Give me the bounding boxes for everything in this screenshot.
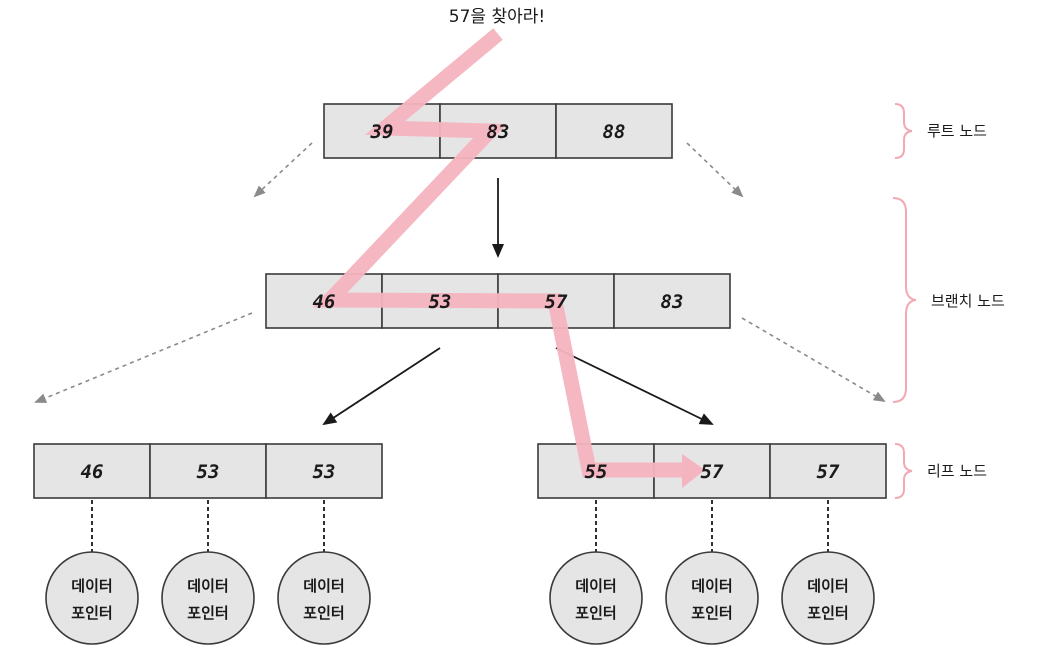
diagram-title: 57을 찾아라!: [449, 7, 545, 27]
data-pointer-line2: 포인터: [575, 604, 616, 622]
data-pointer-line1: 데이터: [71, 577, 112, 595]
branch-level-brace: 브랜치 노드: [892, 197, 1005, 403]
data-pointer-circle: 데이터 포인터: [161, 551, 255, 645]
root-keys: 39 83 88: [370, 121, 626, 143]
branch-key-text: 46: [313, 291, 336, 313]
leaf-key-cell: [769, 443, 887, 499]
data-pointer-line2: 포인터: [71, 604, 112, 622]
left-leaf-node: [33, 443, 383, 499]
dashed-arrow-root-right: [686, 142, 744, 198]
data-pointer-line1: 데이터: [187, 577, 228, 595]
data-pointer-circle: 데이터 포인터: [665, 551, 759, 645]
root-brace: [894, 103, 913, 159]
branch-key-text: 57: [545, 291, 568, 313]
branch-keys: 46 53 57 83: [313, 291, 684, 313]
data-pointer-circle: 데이터 포인터: [781, 551, 875, 645]
leaf-brace: [894, 443, 913, 499]
leaf-key-text: 55: [585, 461, 608, 483]
leaf-key-text: 57: [817, 461, 840, 483]
leaf-level-brace: 리프 노드: [894, 443, 987, 499]
branch-key-text: 53: [429, 291, 452, 313]
leaf-key-text: 46: [81, 461, 104, 483]
data-pointer-line1: 데이터: [691, 577, 732, 595]
dashed-arrow-branch-left: [34, 312, 253, 403]
left-leaf-keys: 46 53 53: [81, 461, 336, 483]
data-pointer-circles: 데이터 포인터 데이터 포인터 데이터 포인터 데이터 포인터 데이터 포인터 …: [45, 551, 875, 645]
root-key-text: 83: [487, 121, 510, 143]
data-pointer-line2: 포인터: [187, 604, 228, 622]
data-pointer-line1: 데이터: [303, 577, 344, 595]
branch-key-text: 83: [661, 291, 684, 313]
data-pointer-line2: 포인터: [807, 604, 848, 622]
data-pointer-line1: 데이터: [807, 577, 848, 595]
branch-level-label: 브랜치 노드: [931, 292, 1005, 310]
leaf-key-text: 53: [197, 461, 220, 483]
root-level-brace: 루트 노드: [894, 103, 987, 159]
search-path: [312, 28, 705, 488]
root-level-label: 루트 노드: [927, 122, 987, 140]
leaf-key-text: 57: [701, 461, 724, 483]
data-pointer-line2: 포인터: [303, 604, 344, 622]
search-path-arrowhead: [682, 454, 705, 488]
dashed-arrow-root-left: [253, 142, 313, 198]
leaf-key-cell: [265, 443, 383, 499]
leaf-key-text: 53: [313, 461, 336, 483]
pointer-connectors: [91, 500, 829, 552]
data-pointer-circle: 데이터 포인터: [277, 551, 371, 645]
arrow-branch-to-left-leaf: [322, 347, 441, 426]
leaf-key-cell: [149, 443, 267, 499]
root-key-text: 39: [370, 121, 394, 143]
leaf-level-label: 리프 노드: [927, 462, 987, 480]
data-pointer-circle: 데이터 포인터: [45, 551, 139, 645]
data-pointer-circle: 데이터 포인터: [549, 551, 643, 645]
leaf-key-cell: [33, 443, 151, 499]
search-path-line: [312, 28, 684, 478]
right-leaf-keys: 55 57 57: [585, 461, 840, 483]
branch-key-cell: [613, 273, 731, 329]
root-key-cell: [555, 103, 673, 159]
data-pointer-line2: 포인터: [691, 604, 732, 622]
data-pointer-line1: 데이터: [575, 577, 616, 595]
dashed-arrow-branch-right: [741, 317, 886, 403]
arrow-branch-to-right-leaf: [555, 347, 714, 425]
root-key-text: 88: [603, 121, 626, 143]
branch-brace: [892, 197, 917, 403]
